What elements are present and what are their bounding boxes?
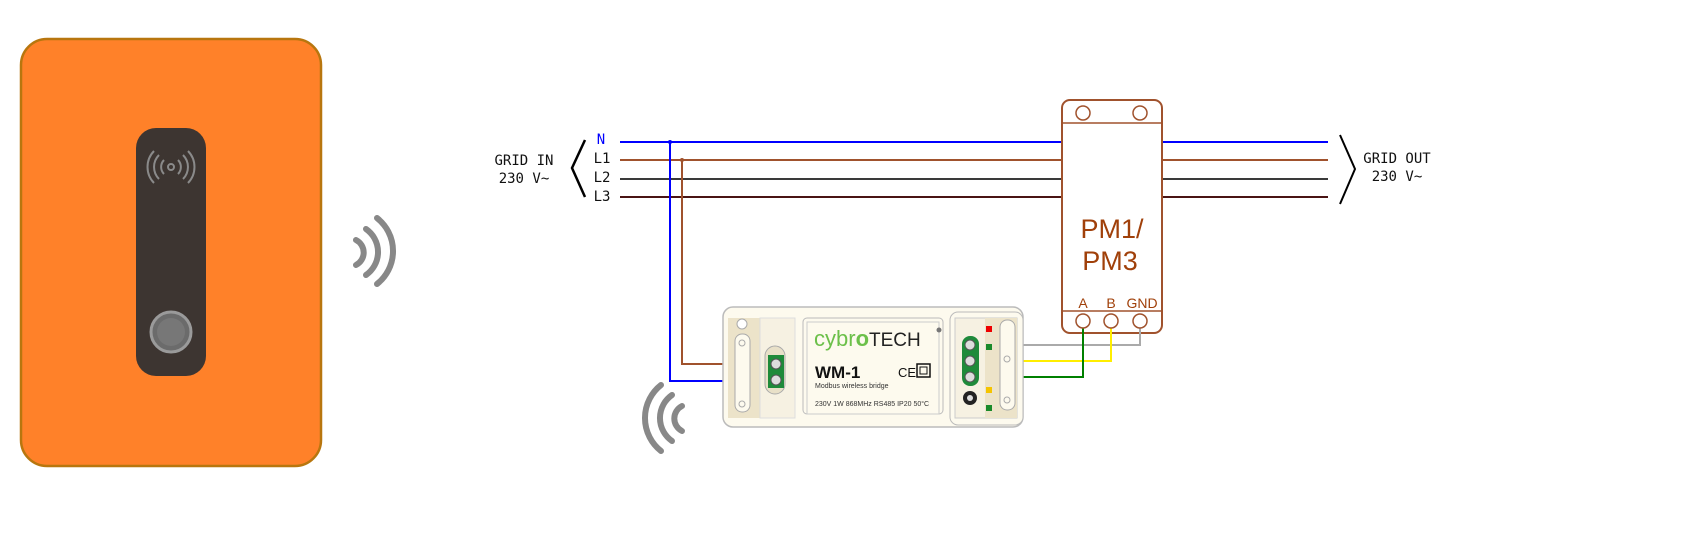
grid-out-label: GRID OUT — [1363, 151, 1431, 167]
ev-charger — [19, 37, 323, 468]
bridge-specs: 230V 1W 868MHz RS485 IP20 50°C — [815, 400, 929, 408]
meter-title-1: PM1/ — [1080, 214, 1144, 244]
grid-in-label: GRID IN — [494, 153, 553, 169]
grid-in-voltage: 230 V~ — [499, 171, 550, 187]
wire-gnd — [970, 328, 1141, 346]
wm1-bridge: cybroTECH WM-1 CE Modbus wireless bridge… — [722, 306, 1024, 428]
conductor-label-l3: L3 — [594, 189, 611, 205]
meter-title-2: PM3 — [1082, 246, 1138, 276]
status-led-red — [986, 326, 992, 332]
status-led-green-2 — [986, 405, 992, 411]
grid-out-voltage: 230 V~ — [1372, 169, 1423, 185]
conductor-label-l1: L1 — [594, 151, 611, 167]
ce-mark: CE — [898, 365, 916, 380]
status-led-yellow — [986, 387, 992, 393]
terminal-screw — [964, 339, 976, 351]
terminal-screw — [770, 374, 782, 386]
grid-out-bracket — [1339, 134, 1357, 205]
brand-logo: cybroTECH — [814, 326, 921, 351]
charger-button[interactable] — [149, 310, 193, 354]
wireless-signal-icon — [353, 215, 396, 287]
wireless-signal-icon — [642, 382, 685, 454]
terminal-screw — [770, 358, 782, 370]
model-label: WM-1 — [815, 363, 860, 382]
double-insulation-icon — [916, 363, 931, 378]
reset-button[interactable] — [963, 391, 977, 405]
nfc-icon — [146, 150, 196, 184]
conductor-label-l2: L2 — [594, 170, 611, 186]
conductor-label-n: N — [597, 132, 605, 148]
terminal-screw — [964, 355, 976, 367]
status-led-green — [986, 344, 992, 350]
bridge-subtitle: Modbus wireless bridge — [815, 383, 889, 390]
grid-in-bracket — [570, 139, 587, 198]
terminal-screw — [964, 371, 976, 383]
terminal-gnd-label: GND — [1126, 295, 1157, 311]
terminal-a-label: A — [1078, 295, 1088, 311]
terminal-b-label: B — [1106, 295, 1115, 311]
power-meter: PM1/ PM3 A B GND — [1061, 99, 1163, 334]
